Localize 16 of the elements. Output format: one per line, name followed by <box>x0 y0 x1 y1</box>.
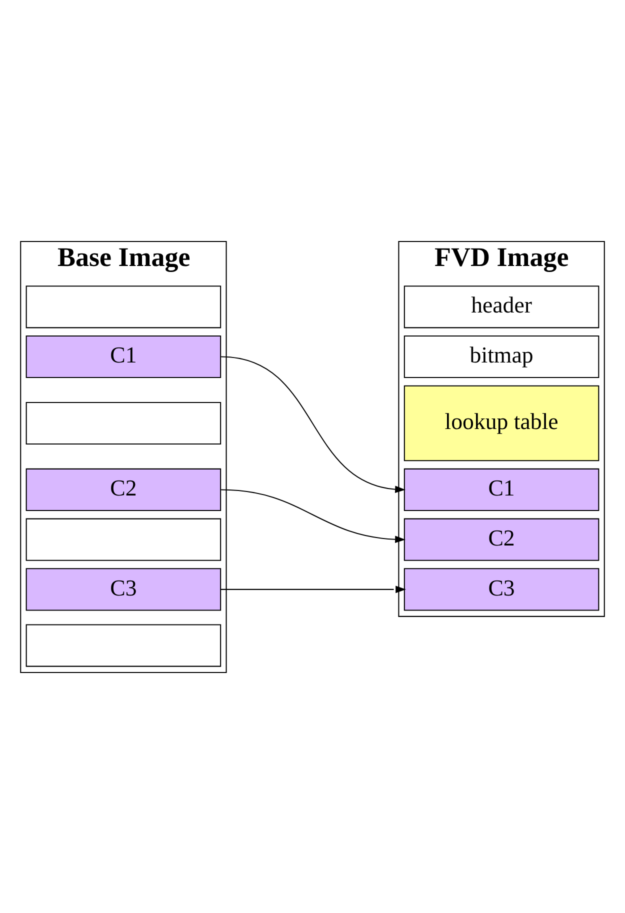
arrow <box>221 356 406 492</box>
node-box: C2 <box>404 518 600 560</box>
node-box: C3 <box>26 568 222 610</box>
node-box: C3 <box>404 568 600 610</box>
node-box <box>26 401 222 444</box>
node-box: C1 <box>404 468 600 511</box>
node-box: C1 <box>26 334 222 378</box>
node-box <box>26 518 222 560</box>
node-box: bitmap <box>404 334 600 378</box>
arrow <box>221 488 406 543</box>
node-box: C2 <box>26 468 222 511</box>
node-box: lookup table <box>404 384 600 461</box>
node-box: header <box>404 285 600 328</box>
node-box <box>26 624 222 666</box>
node-box <box>26 285 222 328</box>
arrow <box>220 585 406 593</box>
